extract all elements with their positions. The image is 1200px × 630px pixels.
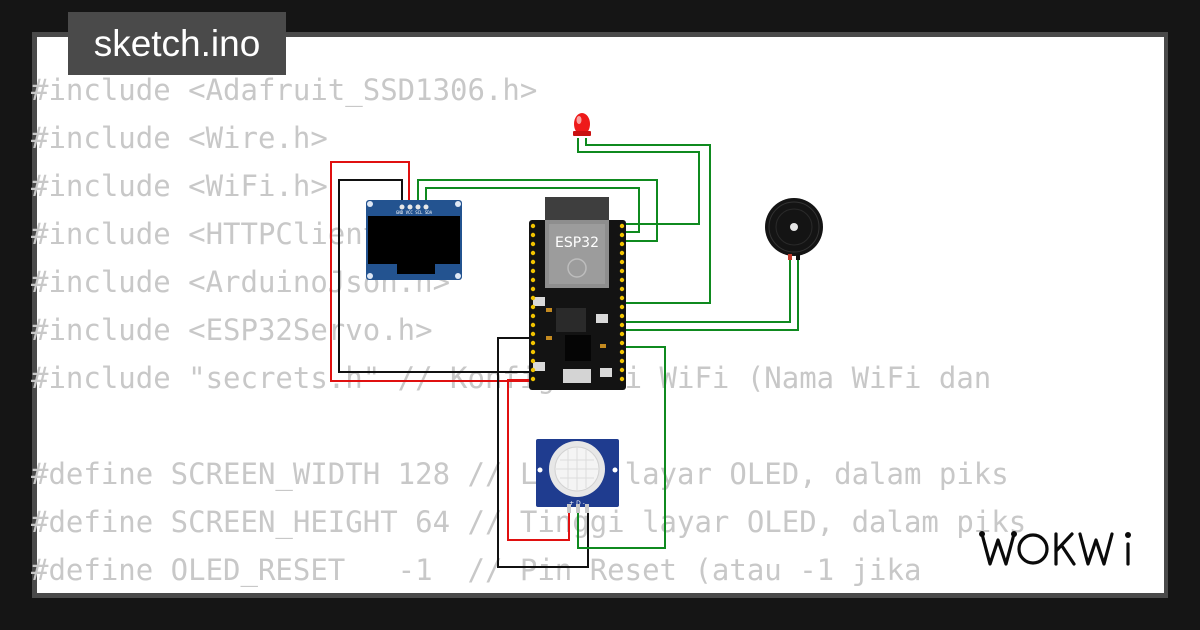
code-line: #define SCREEN_HEIGHT 64 // Tinggi layar… [31, 505, 1027, 539]
esp32-label: ESP32 [555, 235, 599, 251]
esp32-board: ESP32 [529, 197, 626, 390]
code-line: #include <ArduinoJson.h> [31, 265, 451, 299]
led-red [573, 113, 591, 136]
wire-green [417, 179, 658, 242]
wire-black [497, 337, 589, 568]
code-line: #define OLED_RESET -1 // Pin Reset (atau… [31, 553, 922, 587]
code-line: #define SCREEN_WIDTH 128 // Lebar layar … [31, 457, 1009, 491]
wire-green [622, 258, 799, 331]
file-title-tab[interactable]: sketch.ino [68, 12, 286, 75]
wire-green [425, 187, 640, 233]
wire-red [507, 379, 570, 541]
buzzer [765, 198, 823, 260]
code-line: #include <WiFi.h> [31, 169, 328, 203]
pir-sensor: + D - [536, 439, 619, 513]
wire-red [330, 161, 536, 382]
wire-black [338, 179, 536, 373]
wokwi-logo [979, 531, 1131, 566]
code-line: #include <ESP32Servo.h> [31, 313, 433, 347]
wire-green [585, 138, 711, 304]
pir-pin-labels: + D - [569, 500, 585, 507]
wire-green [577, 346, 666, 549]
wire-green [622, 258, 791, 323]
oled-pin-labels: GND VCC SCL SDA [396, 210, 433, 215]
code-line: #include <Adafruit_SSD1306.h> [31, 73, 538, 107]
wire-green [577, 138, 700, 225]
oled-display: GND VCC SCL SDA [366, 200, 462, 280]
code-background: #include <Adafruit_SSD1306.h> #include <W… [31, 66, 1026, 594]
code-line: #include <Wire.h> [31, 121, 328, 155]
